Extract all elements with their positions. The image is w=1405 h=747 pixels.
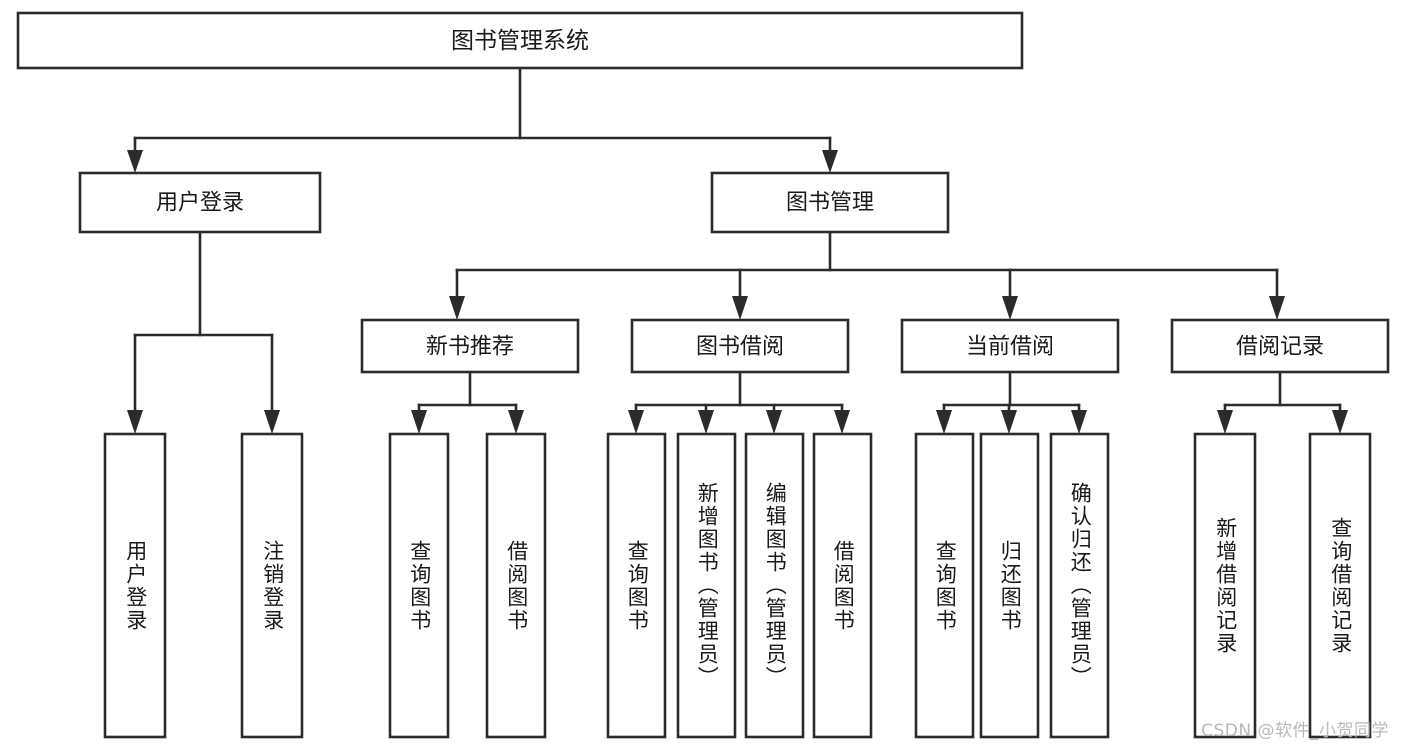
connector-root-to-level1 — [127, 66, 838, 173]
connector-userlogin-to-leaves — [127, 230, 280, 434]
leaf-box-cur-query-book[interactable] — [914, 432, 975, 739]
leaf-boxes-book-borrow — [606, 432, 873, 739]
leaf-box-bw-query-book[interactable] — [606, 432, 667, 739]
arrow-nb-2 — [508, 410, 524, 434]
leaf-boxes-borrow-records — [1193, 432, 1372, 739]
leaf-boxes-new-book — [388, 432, 547, 739]
node-root-box[interactable] — [16, 11, 1024, 70]
arrow-bw-4 — [834, 410, 850, 434]
arrow-leaf-logout — [264, 410, 280, 434]
leaf-box-logout[interactable] — [240, 432, 304, 739]
arrow-cur-2 — [1001, 410, 1017, 434]
arrow-book-mgmt — [822, 150, 838, 173]
connector-borrow-to-leaves — [628, 370, 850, 434]
node-user-login-box[interactable] — [78, 171, 322, 234]
leaf-box-cur-return-book[interactable] — [979, 432, 1040, 739]
arrow-leaf-user-login — [127, 410, 143, 434]
node-new-book-recommend[interactable]: 新书推荐 — [360, 318, 580, 374]
connector-records-to-leaves — [1217, 370, 1348, 434]
arrow-current — [1002, 296, 1018, 320]
arrow-rec-2 — [1332, 410, 1348, 434]
leaf-box-bw-add-book[interactable] — [676, 432, 737, 739]
connector-current-to-leaves — [936, 370, 1087, 434]
arrow-cur-3 — [1071, 410, 1087, 434]
node-book-borrow-box[interactable] — [630, 318, 850, 374]
leaf-box-user-login[interactable] — [103, 432, 167, 739]
leaf-box-nb-query-book[interactable] — [388, 432, 450, 739]
node-root[interactable]: 图书管理系统 — [16, 11, 1024, 70]
node-current-borrow[interactable]: 当前借阅 — [900, 318, 1120, 374]
node-user-login-label: 用户登录 — [156, 191, 244, 216]
node-borrow-records-box[interactable] — [1170, 318, 1390, 374]
node-book-borrow[interactable]: 图书借阅 — [630, 318, 850, 374]
arrow-new-book — [449, 296, 465, 320]
leaf-box-bw-borrow-book[interactable] — [812, 432, 873, 739]
arrow-bw-1 — [628, 410, 644, 434]
node-borrow-records[interactable]: 借阅记录 — [1170, 318, 1390, 374]
node-new-book-recommend-label: 新书推荐 — [426, 335, 514, 360]
leaf-box-cur-confirm-return[interactable] — [1049, 432, 1110, 739]
node-book-management-label: 图书管理 — [786, 191, 874, 216]
node-book-management[interactable]: 图书管理 — [710, 171, 950, 234]
leaf-box-rec-query-record[interactable] — [1308, 432, 1372, 739]
node-root-label: 图书管理系统 — [451, 28, 589, 54]
arrow-cur-1 — [936, 410, 952, 434]
connector-newbook-to-leaves — [411, 370, 524, 434]
arrow-bw-3 — [766, 410, 782, 434]
node-borrow-records-label: 借阅记录 — [1236, 335, 1324, 360]
leaf-box-bw-edit-book[interactable] — [744, 432, 805, 739]
node-current-borrow-label: 当前借阅 — [966, 335, 1054, 360]
node-current-borrow-box[interactable] — [900, 318, 1120, 374]
arrow-nb-1 — [411, 410, 427, 434]
arrow-bw-2 — [698, 410, 714, 434]
csdn-watermark: CSDN @软件_小贺同学 — [1201, 721, 1389, 741]
arrow-records — [1269, 296, 1285, 320]
node-book-borrow-label: 图书借阅 — [696, 335, 784, 360]
arrow-rec-1 — [1217, 410, 1233, 434]
leaf-box-nb-borrow-book[interactable] — [485, 432, 547, 739]
node-new-book-recommend-box[interactable] — [360, 318, 580, 374]
arrow-borrow — [732, 296, 748, 320]
node-user-login[interactable]: 用户登录 — [78, 171, 322, 234]
leaf-boxes-current-borrow — [914, 432, 1110, 739]
node-book-management-box[interactable] — [710, 171, 950, 234]
leaf-box-rec-add-record[interactable] — [1193, 432, 1257, 739]
arrow-user-login — [127, 150, 143, 173]
leaf-boxes-user-login — [103, 432, 304, 739]
connector-bookmgmt-to-level2 — [449, 230, 1285, 320]
